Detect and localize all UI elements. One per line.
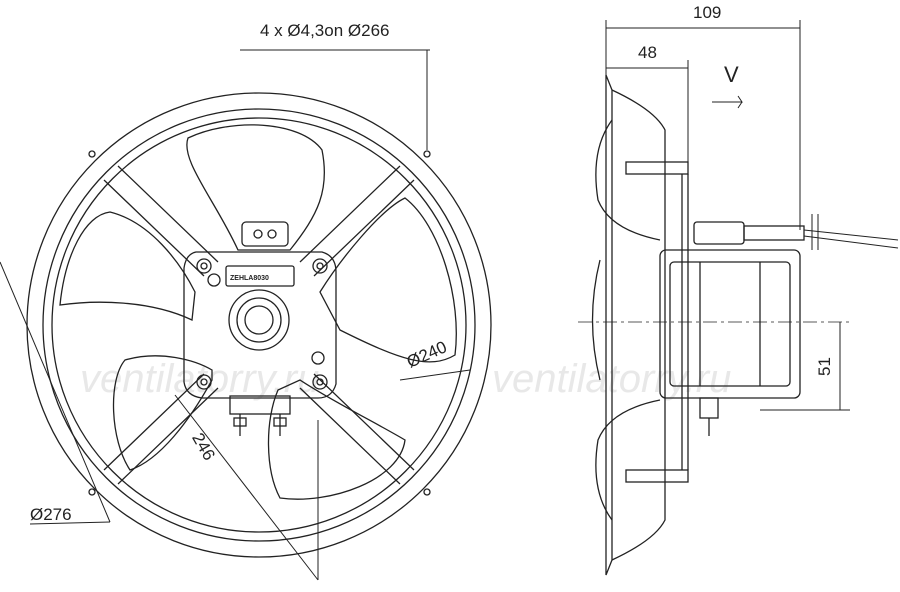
side-blade-upper xyxy=(595,119,661,241)
dim246-line xyxy=(174,394,319,581)
motor-screw-tl xyxy=(196,258,212,274)
dia240-dim-line xyxy=(399,369,471,381)
motor-shaft-inner xyxy=(244,305,274,335)
outer-diameter-label: Ø276 xyxy=(30,505,72,524)
strut-upper-left xyxy=(103,165,219,277)
depth-total-label: 109 xyxy=(693,3,721,22)
terminal-block xyxy=(229,395,291,415)
airflow-label: V xyxy=(724,62,739,87)
outer-ring xyxy=(26,92,492,558)
motor-housing xyxy=(183,251,337,399)
motor-screw-br xyxy=(312,374,328,390)
front-view xyxy=(0,49,492,581)
fan-blade-left xyxy=(59,211,196,321)
side-blade-center xyxy=(591,259,601,381)
side-dim-48 xyxy=(606,60,689,162)
mount-hole-bl xyxy=(88,488,96,496)
offset-label: 51 xyxy=(815,357,834,376)
dia276-dim-line xyxy=(0,261,111,523)
connector-pin-right xyxy=(267,229,277,239)
connector-pin-left xyxy=(253,229,263,239)
holes-leader xyxy=(240,49,430,150)
side-dim-109 xyxy=(605,20,801,230)
airflow-arrow-icon xyxy=(712,95,743,109)
side-cable-wires xyxy=(803,229,899,249)
mount-hole-tl xyxy=(88,150,96,158)
side-cable-sleeve xyxy=(743,225,805,241)
motor-screw-mr xyxy=(311,351,325,365)
fan-blade-bottom-left xyxy=(112,355,213,471)
side-bracket-bottom xyxy=(625,469,689,483)
side-motor-body xyxy=(659,249,801,399)
frame-ring xyxy=(42,108,476,542)
strut-upper-right xyxy=(299,165,415,277)
strut-lower-right xyxy=(299,373,415,485)
diagonal-dimension-label: 246 xyxy=(188,430,219,464)
mount-hole-br xyxy=(423,488,431,496)
frame-ring-inner xyxy=(51,117,467,533)
motor-screw-ml xyxy=(207,273,221,287)
side-blade-lower xyxy=(595,399,661,521)
side-dim-51 xyxy=(760,322,850,411)
side-terminal xyxy=(699,397,719,419)
motor-model-label: ZEHLA8030 xyxy=(230,275,269,282)
motor-shaft-outer xyxy=(228,289,290,351)
side-motor-inner xyxy=(669,261,791,387)
inner-diameter-label: Ø240 xyxy=(404,337,450,371)
side-cable-plug xyxy=(693,221,745,245)
motor-shaft-mid xyxy=(236,297,282,343)
mount-hole-tr xyxy=(423,150,431,158)
motor-screw-tr xyxy=(312,258,328,274)
fan-blade-right xyxy=(319,197,457,363)
dia276-leader xyxy=(29,521,111,525)
fan-blade-bottom-right xyxy=(267,379,406,500)
motor-screw-bl xyxy=(196,374,212,390)
motor-label-plate xyxy=(225,265,295,287)
fan-blade-top xyxy=(186,124,326,251)
holes-dimension-label: 4 x Ø4,3on Ø266 xyxy=(260,21,389,40)
side-flange xyxy=(605,74,613,576)
side-venturi xyxy=(611,89,666,561)
side-view xyxy=(578,20,899,576)
motor-connector xyxy=(241,221,289,247)
side-bracket-top xyxy=(625,161,689,175)
depth-mount-label: 48 xyxy=(638,43,657,62)
